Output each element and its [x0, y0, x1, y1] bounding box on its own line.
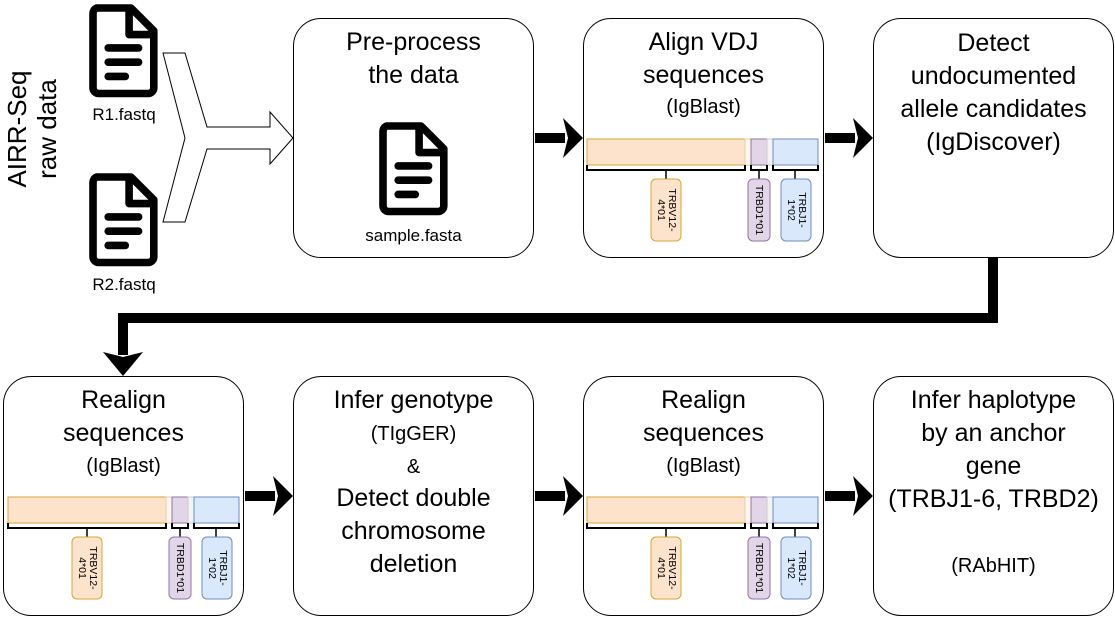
detect-title-3: allele candidates — [900, 95, 1087, 123]
segment-label-d: TRBD1*01 — [169, 537, 191, 599]
segment-label-text: 1*02 — [206, 557, 218, 579]
segment-label-d: TRBD1*01 — [748, 537, 770, 599]
realign1-tool: (IgBlast) — [86, 455, 161, 477]
merge-arrow — [162, 52, 294, 223]
infer-haplotype-box — [873, 376, 1114, 616]
segment-label-text: 1*02 — [785, 199, 797, 221]
arrow-realign-to-haplotype — [825, 476, 873, 516]
genotype-title-3: Detect double — [336, 484, 491, 512]
segment-label-j: TRBJ1-1*02 — [781, 537, 811, 599]
raw-label-line1: AIRR-Seq — [2, 70, 32, 188]
preprocess-title-2: the data — [368, 61, 459, 89]
genotype-title-5: deletion — [369, 550, 458, 578]
realign1-title-1: Realign — [81, 386, 166, 414]
realign1-title-2: sequences — [63, 419, 184, 447]
arrow-genotype-to-realign — [535, 476, 583, 516]
infer-genotype-box — [293, 376, 534, 616]
haplotype-tool: (RAbHIT) — [951, 555, 1036, 577]
segment-label-text: TRBD1*01 — [753, 184, 766, 236]
segment-label-text: 4*01 — [655, 199, 667, 221]
segment-label-text: TRBJ1- — [217, 550, 229, 586]
segment-label-v: TRBV12-4*01 — [72, 537, 102, 599]
file-text-icon — [93, 8, 154, 94]
align-title-1: Align VDJ — [648, 28, 759, 56]
segment-label-d: TRBD1*01 — [748, 179, 770, 241]
segment-label-text: 1*02 — [785, 557, 797, 579]
segment-label-v: TRBV12-4*01 — [651, 179, 681, 241]
file-r2-label: R2.fastq — [92, 275, 156, 294]
genotype-ampersand: & — [406, 456, 421, 478]
realign2-title-2: sequences — [643, 419, 764, 447]
segment-label-text: TRBJ1- — [796, 192, 808, 228]
arrow-detect-to-realign — [103, 258, 998, 376]
genotype-tool: (TIgGER) — [370, 423, 457, 445]
detect-title-2: undocumented — [910, 62, 1077, 90]
arrow-preprocess-to-align — [535, 118, 583, 158]
segment-label-text: TRBV12- — [87, 546, 99, 590]
detect-candidates-box — [873, 18, 1114, 258]
segment-label-text: 4*01 — [655, 557, 667, 579]
haplotype-title-1: Infer haplotype — [910, 386, 1077, 414]
align-title-2: sequences — [643, 61, 764, 89]
detect-title-1: Detect — [957, 29, 1030, 57]
align-tool: (IgBlast) — [666, 96, 741, 118]
realign2-tool: (IgBlast) — [666, 455, 741, 477]
file-r1-label: R1.fastq — [92, 105, 156, 124]
segment-label-v: TRBV12-4*01 — [651, 537, 681, 599]
genotype-title-4: chromosome — [341, 517, 486, 545]
preprocess-box — [293, 18, 534, 258]
realign2-title-1: Realign — [661, 386, 746, 414]
segment-label-text: 4*01 — [76, 557, 88, 579]
preprocess-title-1: Pre-process — [346, 28, 481, 56]
sample-fasta-label: sample.fasta — [365, 226, 462, 245]
haplotype-title-2: by an anchor — [921, 419, 1066, 447]
raw-data-label: AIRR-Seq raw data — [2, 64, 62, 194]
arrow-align-to-detect — [825, 118, 873, 158]
file-text-icon — [383, 126, 444, 212]
segment-label-text: TRBD1*01 — [174, 542, 187, 594]
detect-tool: (IgDiscover) — [926, 128, 1061, 156]
segment-label-text: TRBV12- — [666, 546, 678, 590]
genotype-title-1: Infer genotype — [333, 386, 494, 414]
segment-label-j: TRBJ1-1*02 — [202, 537, 232, 599]
haplotype-title-4: (TRBJ1-6, TRBD2) — [888, 485, 1099, 513]
segment-label-text: TRBD1*01 — [753, 542, 766, 594]
segment-label-text: TRBJ1- — [796, 550, 808, 586]
segment-label-text: TRBV12- — [666, 188, 678, 232]
arrow-realign-to-genotype — [245, 476, 293, 516]
raw-label-line2: raw data — [32, 79, 62, 179]
haplotype-title-3: gene — [965, 452, 1022, 480]
segment-label-j: TRBJ1-1*02 — [781, 179, 811, 241]
file-text-icon — [93, 177, 154, 263]
